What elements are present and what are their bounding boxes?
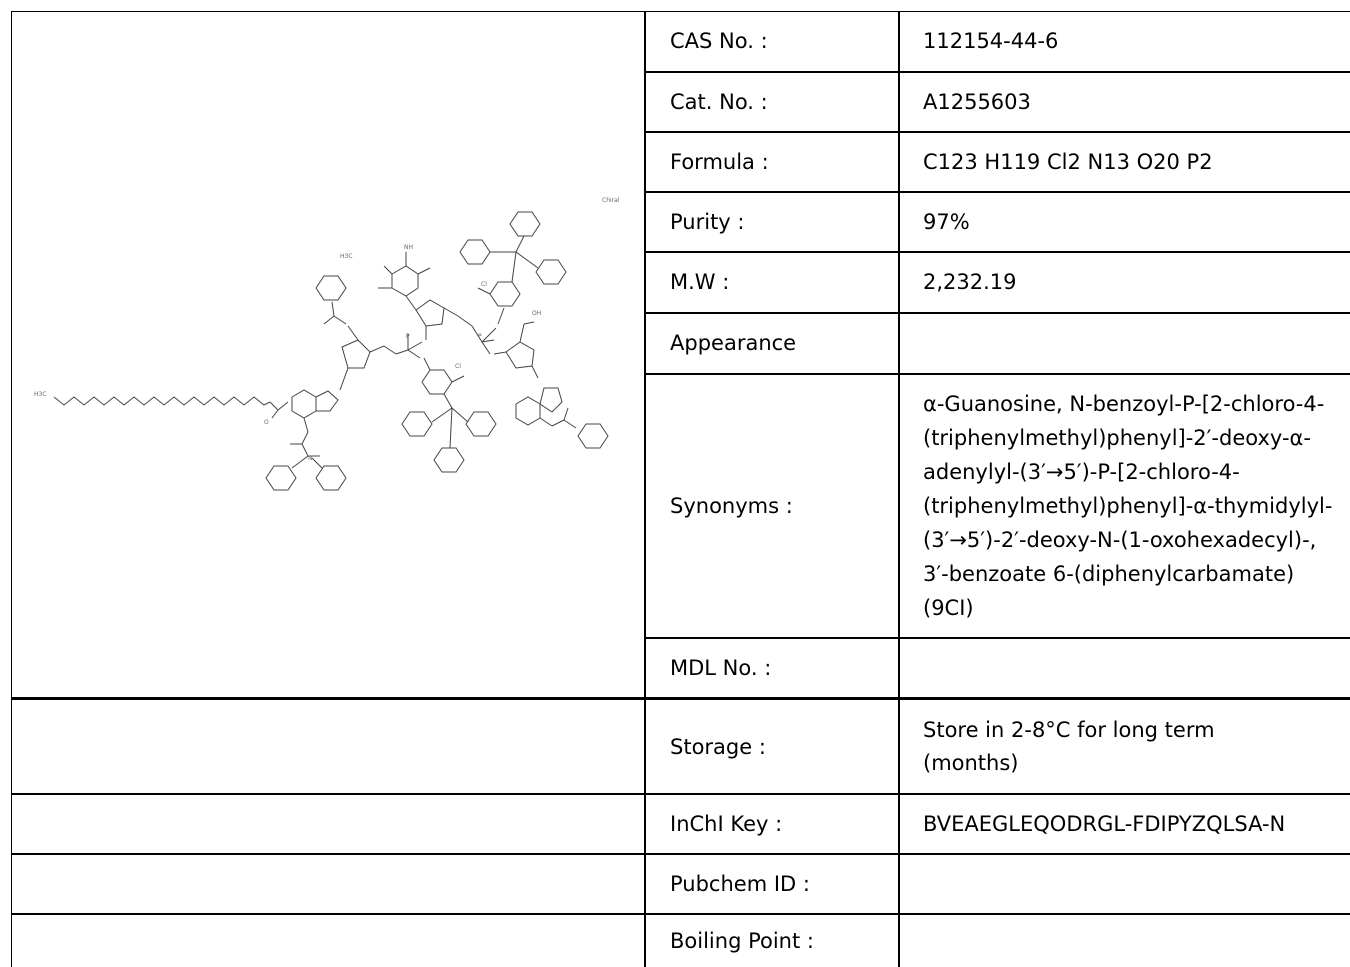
row-value-pubchem [899, 854, 1350, 913]
row-label-mdl: MDL No. : [670, 655, 772, 680]
table-divider [11, 853, 1350, 855]
row-value-appearance [899, 313, 1350, 373]
row-label-pubchem: Pubchem ID : [670, 871, 810, 896]
table-divider [644, 11, 646, 967]
row-label-boiling-point: Boiling Point : [670, 928, 814, 953]
row-value-inchi: BVEAEGLEQODRGL-FDIPYZQLSA-N [923, 811, 1286, 836]
cl-label-lower: Cl [455, 363, 461, 370]
table-divider [11, 697, 1350, 700]
nh-label: NH [404, 244, 413, 251]
table-divider [644, 71, 1350, 73]
row-value-purity: 97% [923, 209, 970, 234]
ch3-label: H3C [34, 391, 47, 398]
row-value-formula: C123 H119 Cl2 N13 O20 P2 [923, 149, 1213, 174]
row-value-mw: 2,232.19 [923, 270, 1017, 294]
table-divider [11, 913, 1350, 915]
chiral-label: Chiral [602, 197, 620, 204]
cl-label-upper: Cl [481, 281, 487, 288]
o-label: O [264, 419, 269, 426]
row-label-formula: Formula : [670, 149, 769, 174]
row-label-synonyms: Synonyms : [670, 493, 793, 518]
row-value-cat: A1255603 [923, 89, 1031, 114]
table-divider [644, 373, 1350, 375]
row-label-purity: Purity : [670, 209, 745, 234]
ch3-thymine-label: H3C [340, 253, 353, 260]
p-label-1: P [406, 333, 410, 340]
chemical-structure-image: Chiral H3C H3C NH Cl Cl P P OH N O [12, 12, 644, 698]
row-value-storage: Store in 2-8°C for long term (months) [923, 717, 1215, 775]
table-divider [898, 11, 900, 967]
table-divider [644, 131, 1350, 133]
row-value-synonyms: α-Guanosine, N-benzoyl-P-[2-chloro-4-(tr… [923, 391, 1333, 620]
row-label-cas: CAS No. : [670, 29, 768, 53]
row-value-boiling-point [899, 914, 1350, 967]
n-label: N [308, 455, 313, 462]
p-label-2: P [478, 333, 482, 340]
chemical-structure-diagram: Chiral H3C H3C NH Cl Cl P P OH N O [34, 197, 620, 491]
table-divider [644, 251, 1350, 253]
oh-label: OH [532, 310, 541, 317]
table-divider [644, 191, 1350, 193]
row-label-storage: Storage : [670, 734, 766, 759]
row-label-cat: Cat. No. : [670, 89, 768, 114]
table-divider [11, 793, 1350, 795]
row-label-appearance: Appearance [670, 331, 797, 355]
row-value-mdl [899, 638, 1350, 697]
table-divider [644, 312, 1350, 314]
product-info-table [11, 11, 1350, 967]
table-divider [644, 637, 1350, 639]
row-value-cas: 112154-44-6 [923, 29, 1059, 53]
row-label-inchi: InChI Key : [670, 811, 783, 836]
row-label-mw: M.W : [670, 270, 730, 294]
